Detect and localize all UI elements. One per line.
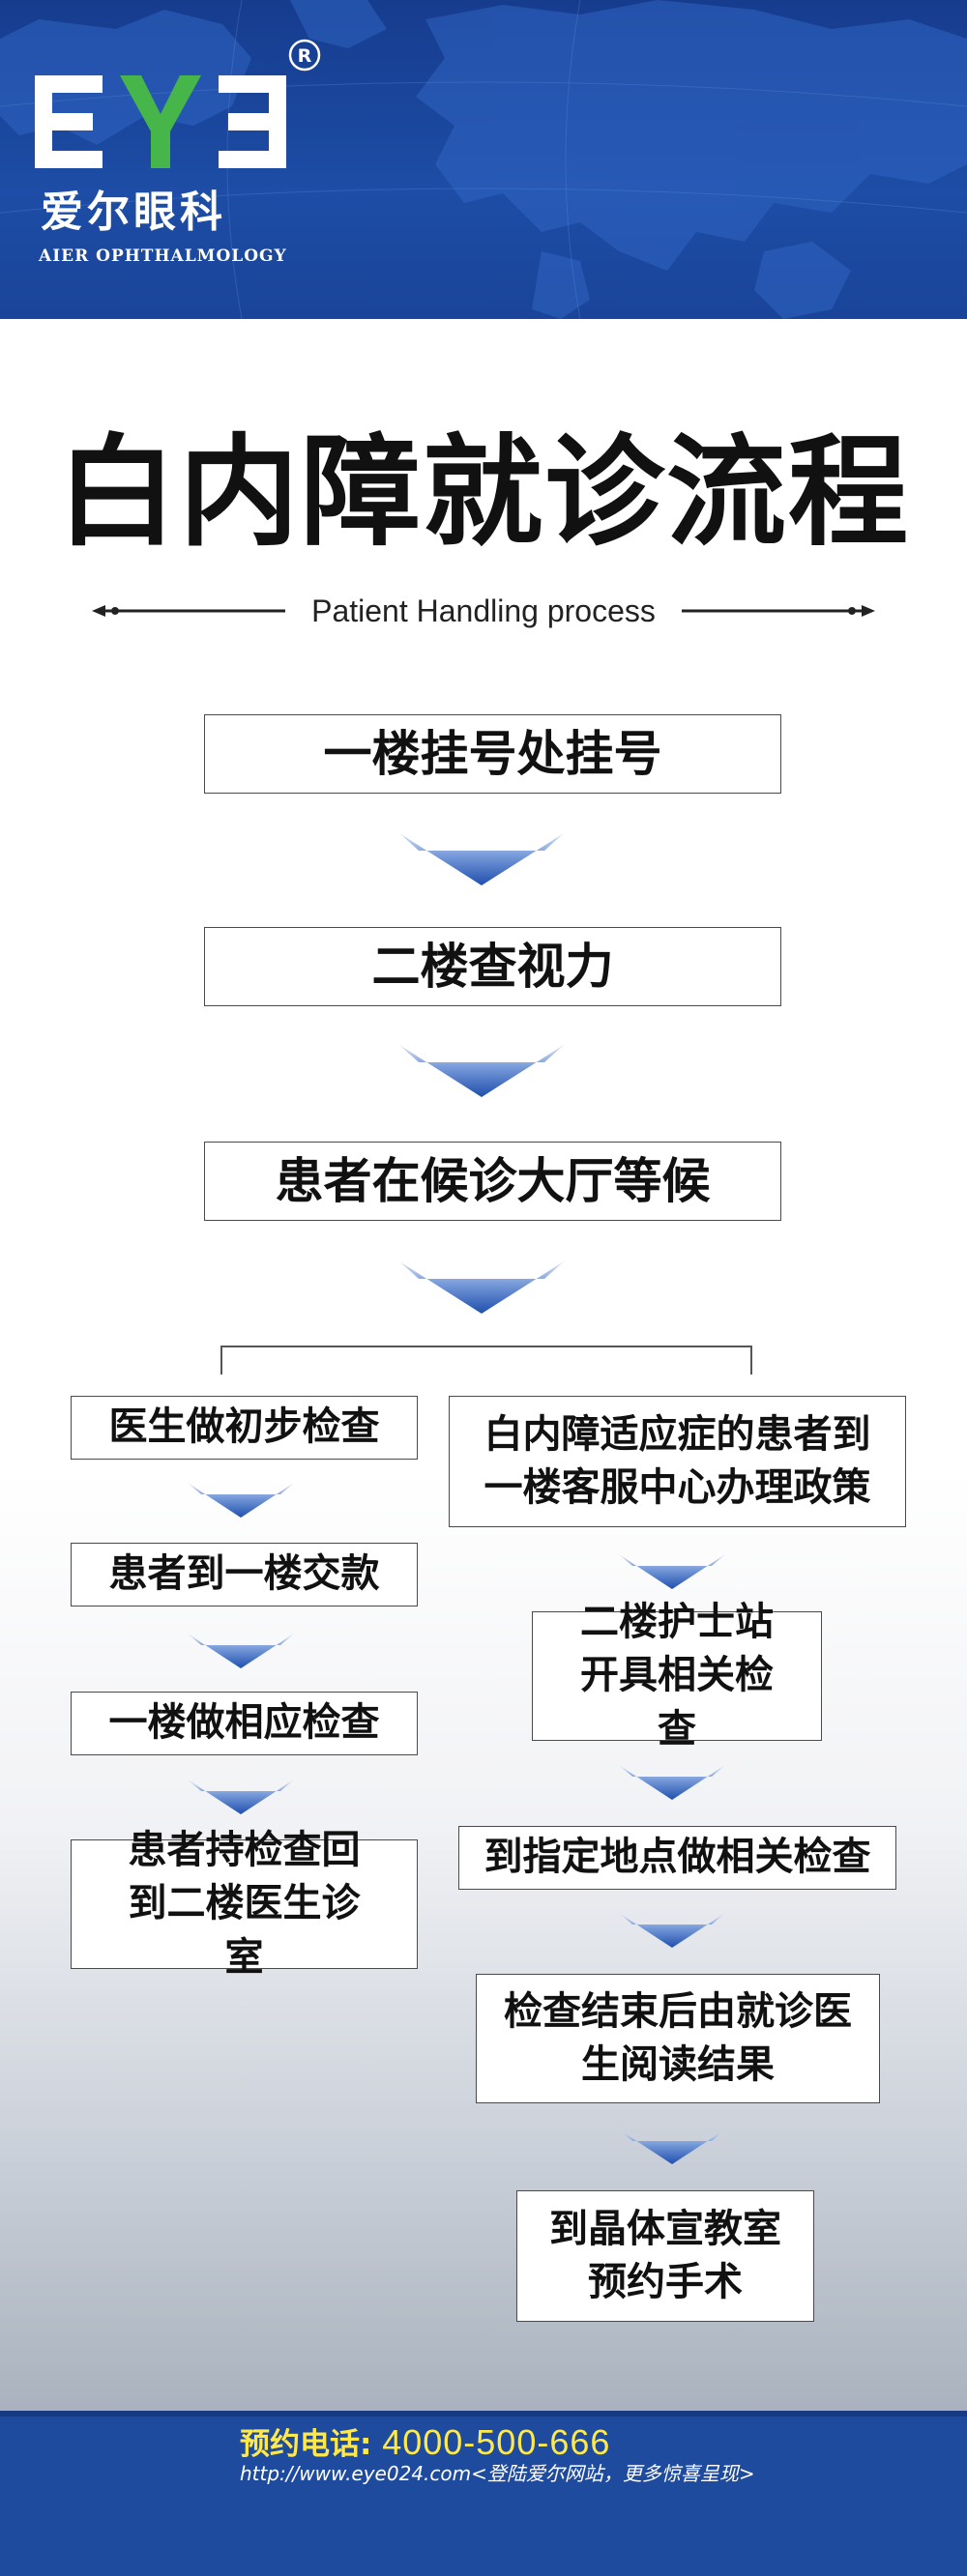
down-arrow-icon xyxy=(188,1780,294,1814)
page-title: 白内障就诊流程 xyxy=(56,423,910,563)
down-arrow-icon xyxy=(619,1765,725,1800)
left-ornament-line xyxy=(92,605,285,617)
world-map-background xyxy=(0,0,967,319)
right-ornament-line xyxy=(682,605,875,617)
left-step-return-to-doctor: 患者持检查回到二楼医生诊室 xyxy=(71,1828,418,1980)
right-step-designated-exam: 到指定地点做相关检查 xyxy=(458,1826,896,1890)
brand-name-cn: 爱尔眼科 xyxy=(41,188,226,237)
right-step-read-results: 检查结束后由就诊医生阅读结果 xyxy=(476,1974,880,2103)
phone-number[interactable]: 4000-500-666 xyxy=(382,2422,611,2462)
down-arrow-icon xyxy=(619,2129,725,2164)
left-step-initial-exam: 医生做初步检查 xyxy=(71,1396,418,1460)
phone-label: 预约电话: xyxy=(240,2427,372,2462)
brand-name-en: AIER OPHTHALMOLOGY xyxy=(39,246,287,266)
logo-eye-mark xyxy=(35,75,286,168)
down-arrow-icon xyxy=(399,1045,564,1097)
down-arrow-icon xyxy=(188,1483,294,1518)
right-step-nurse-station: 二楼护士站开具相关检查 xyxy=(532,1600,822,1751)
footer-band xyxy=(0,2411,967,2576)
down-arrow-icon xyxy=(399,833,564,885)
logo: 爱尔眼科 AIER OPHTHALMOLOGY xyxy=(35,75,296,266)
registered-trademark-icon: R xyxy=(288,39,321,72)
left-step-exams: 一楼做相应检查 xyxy=(71,1692,418,1755)
website-link[interactable]: http://www.eye024.com<登陆爱尔网站，更多惊喜呈现> xyxy=(240,2462,755,2485)
registered-symbol: R xyxy=(298,45,312,67)
down-arrow-icon xyxy=(619,1913,725,1948)
flow-step-register: 一楼挂号处挂号 xyxy=(204,714,781,794)
down-arrow-icon xyxy=(188,1634,294,1668)
booking-phone: 预约电话: 4000-500-666 xyxy=(240,2419,917,2463)
down-arrow-icon xyxy=(619,1554,725,1589)
left-step-payment: 患者到一楼交款 xyxy=(71,1543,418,1606)
down-arrow-icon xyxy=(399,1261,564,1314)
right-step-customer-service: 白内障适应症的患者到一楼客服中心办理政策 xyxy=(449,1396,906,1527)
flow-step-waiting: 患者在候诊大厅等候 xyxy=(204,1142,781,1221)
subtitle: Patient Handling process xyxy=(311,593,656,628)
footer-divider xyxy=(0,2411,967,2417)
flow-step-vision-test: 二楼查视力 xyxy=(204,927,781,1006)
header-banner: 爱尔眼科 AIER OPHTHALMOLOGY R xyxy=(0,0,967,319)
right-step-book-surgery: 到晶体宣教室预约手术 xyxy=(516,2190,814,2322)
branch-connector xyxy=(220,1346,752,1375)
subtitle-row: Patient Handling process xyxy=(92,592,875,630)
